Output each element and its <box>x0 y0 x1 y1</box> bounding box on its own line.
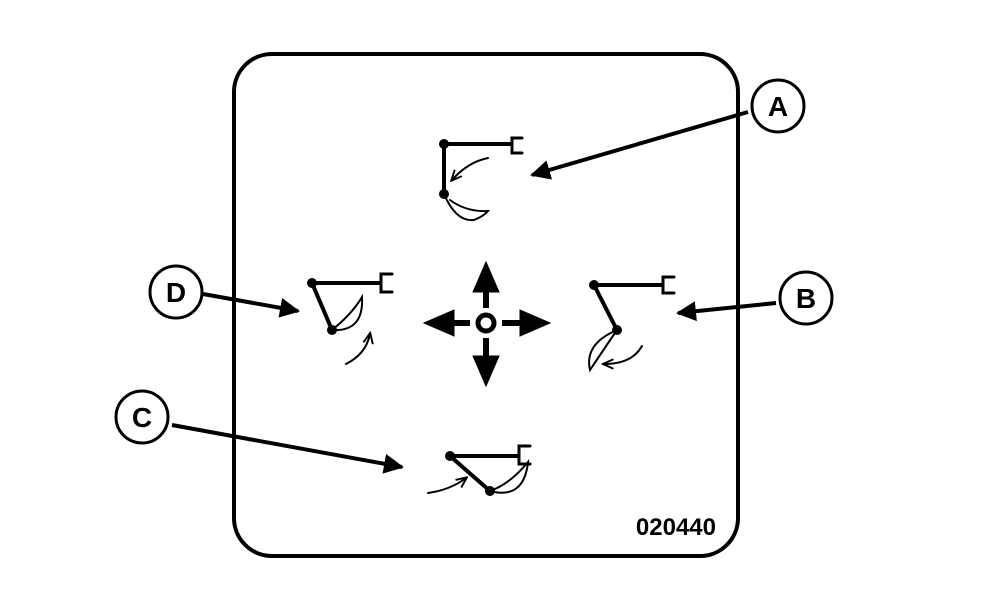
callout-d: D <box>148 264 204 320</box>
bucket-dump-symbol-icon <box>307 272 394 365</box>
callout-b: B <box>778 270 834 326</box>
callout-c-label: C <box>132 402 152 433</box>
four-way-arrow-icon <box>422 260 552 388</box>
callout-a-leader <box>530 110 749 180</box>
callout-a-label: A <box>768 91 788 122</box>
bucket-curl-symbol-icon <box>427 444 532 496</box>
callout-a: A <box>750 78 806 134</box>
boom-lower-symbol-icon <box>588 275 676 373</box>
callout-d-leader <box>202 292 300 318</box>
figure-number: 020440 <box>636 514 716 541</box>
boom-raise-symbol-icon <box>439 136 524 222</box>
callout-c: C <box>114 389 170 445</box>
callout-c-leader <box>171 423 404 474</box>
callout-b-leader <box>676 301 777 322</box>
callout-b-label: B <box>796 283 816 314</box>
callout-d-label: D <box>166 277 186 308</box>
